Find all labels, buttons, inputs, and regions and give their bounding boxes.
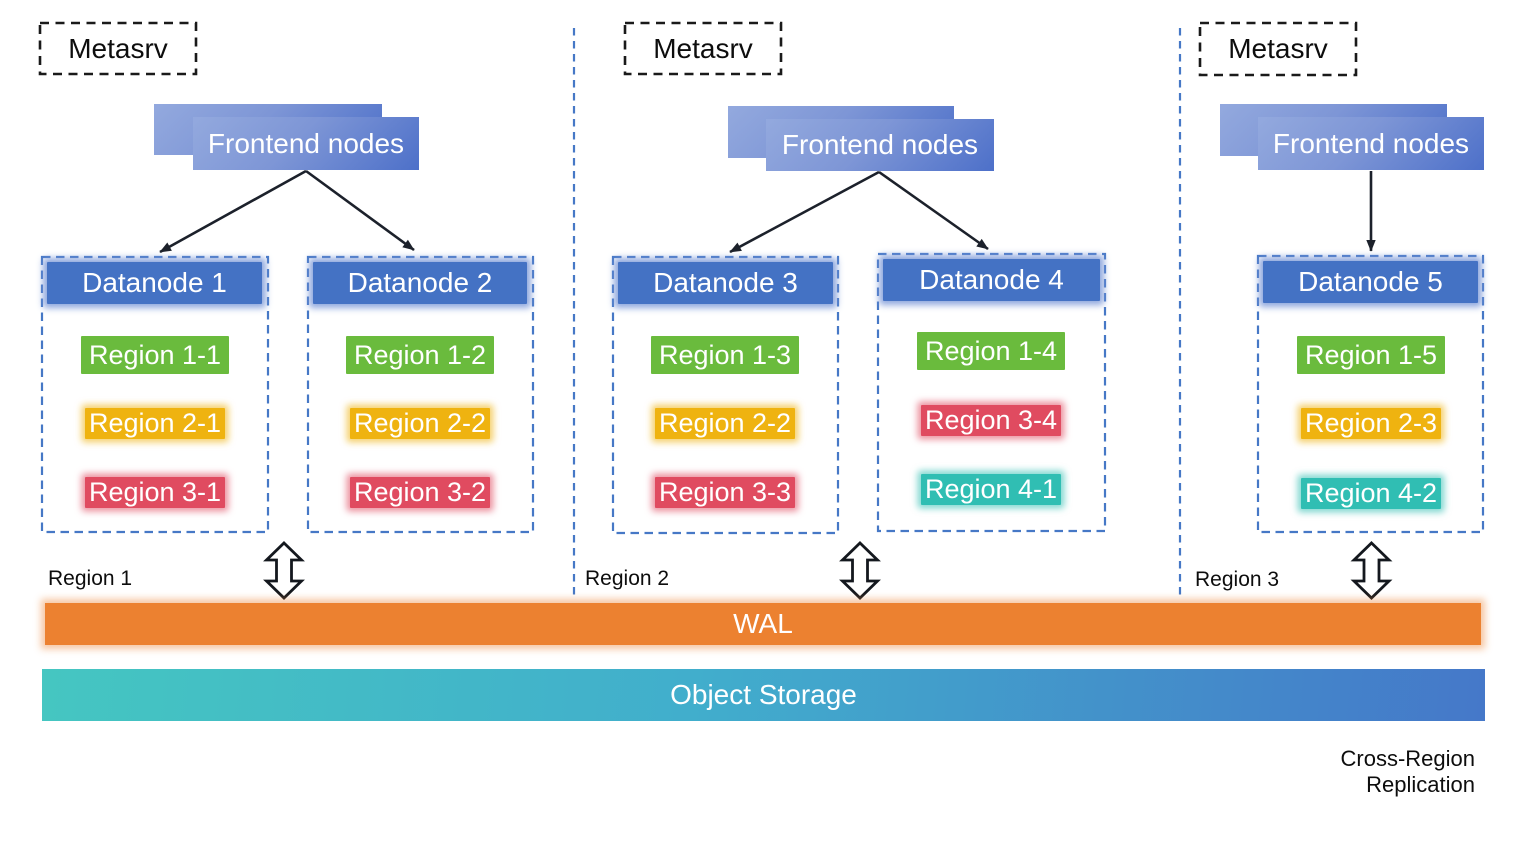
frontend-nodes-region1: Frontend nodes bbox=[193, 117, 419, 170]
frontend-nodes-region2: Frontend nodes bbox=[766, 119, 994, 171]
region-chip: Region 2-1 bbox=[85, 408, 225, 439]
datanode-4-header: Datanode 4 bbox=[883, 259, 1100, 301]
sync-arrow-icon-region3 bbox=[1350, 541, 1393, 600]
region-chip: Region 4-1 bbox=[921, 474, 1061, 505]
region-chip: Region 3-1 bbox=[85, 477, 225, 508]
arrow-frontend1-datanode2 bbox=[305, 169, 415, 252]
datanode-5-header: Datanode 5 bbox=[1263, 261, 1478, 303]
cross-region-replication-line2: Replication bbox=[1366, 771, 1475, 797]
region-chip: Region 2-2 bbox=[655, 408, 795, 439]
region-chip: Region 3-2 bbox=[350, 477, 490, 508]
region-chip: Region 1-1 bbox=[81, 336, 229, 374]
metasrv-label-region3: Metasrv bbox=[1228, 33, 1328, 64]
arrow-frontend1-datanode1 bbox=[159, 169, 307, 254]
arrow-frontend2-datanode3 bbox=[729, 170, 880, 254]
region-label-3: Region 3 bbox=[1195, 568, 1280, 591]
region-chip: Region 1-4 bbox=[917, 332, 1065, 370]
metasrv-label-region1: Metasrv bbox=[68, 32, 168, 64]
sync-arrow-icon-region2 bbox=[839, 541, 881, 600]
frontend-nodes-region3: Frontend nodes bbox=[1258, 117, 1484, 170]
region-chip: Region 1-5 bbox=[1297, 336, 1445, 374]
region-chip: Region 3-4 bbox=[921, 405, 1061, 436]
region-label-2: Region 2 bbox=[585, 567, 670, 590]
datanode-3-header: Datanode 3 bbox=[618, 262, 833, 304]
cross-region-replication-note: Cross-Region Replication bbox=[1175, 746, 1476, 797]
region-chip: Region 1-2 bbox=[346, 336, 494, 374]
metasrv-label-region2: Metasrv bbox=[653, 32, 753, 64]
datanode-1-header: Datanode 1 bbox=[47, 262, 262, 304]
arrow-frontend2-datanode4 bbox=[878, 170, 989, 251]
region-chip: Region 2-3 bbox=[1301, 408, 1441, 439]
wal-bar: WAL bbox=[45, 603, 1481, 645]
datanode-2-header: Datanode 2 bbox=[313, 262, 527, 304]
object-storage-bar: Object Storage bbox=[42, 669, 1485, 721]
region-label-1: Region 1 bbox=[48, 567, 133, 590]
region-chip: Region 3-3 bbox=[655, 477, 795, 508]
region-chip: Region 4-2 bbox=[1301, 478, 1441, 509]
region-chip: Region 2-2 bbox=[350, 408, 490, 439]
region-chip: Region 1-3 bbox=[651, 336, 799, 374]
cross-region-replication-line1: Cross-Region bbox=[1340, 746, 1476, 771]
sync-arrow-icon-region1 bbox=[263, 541, 305, 600]
